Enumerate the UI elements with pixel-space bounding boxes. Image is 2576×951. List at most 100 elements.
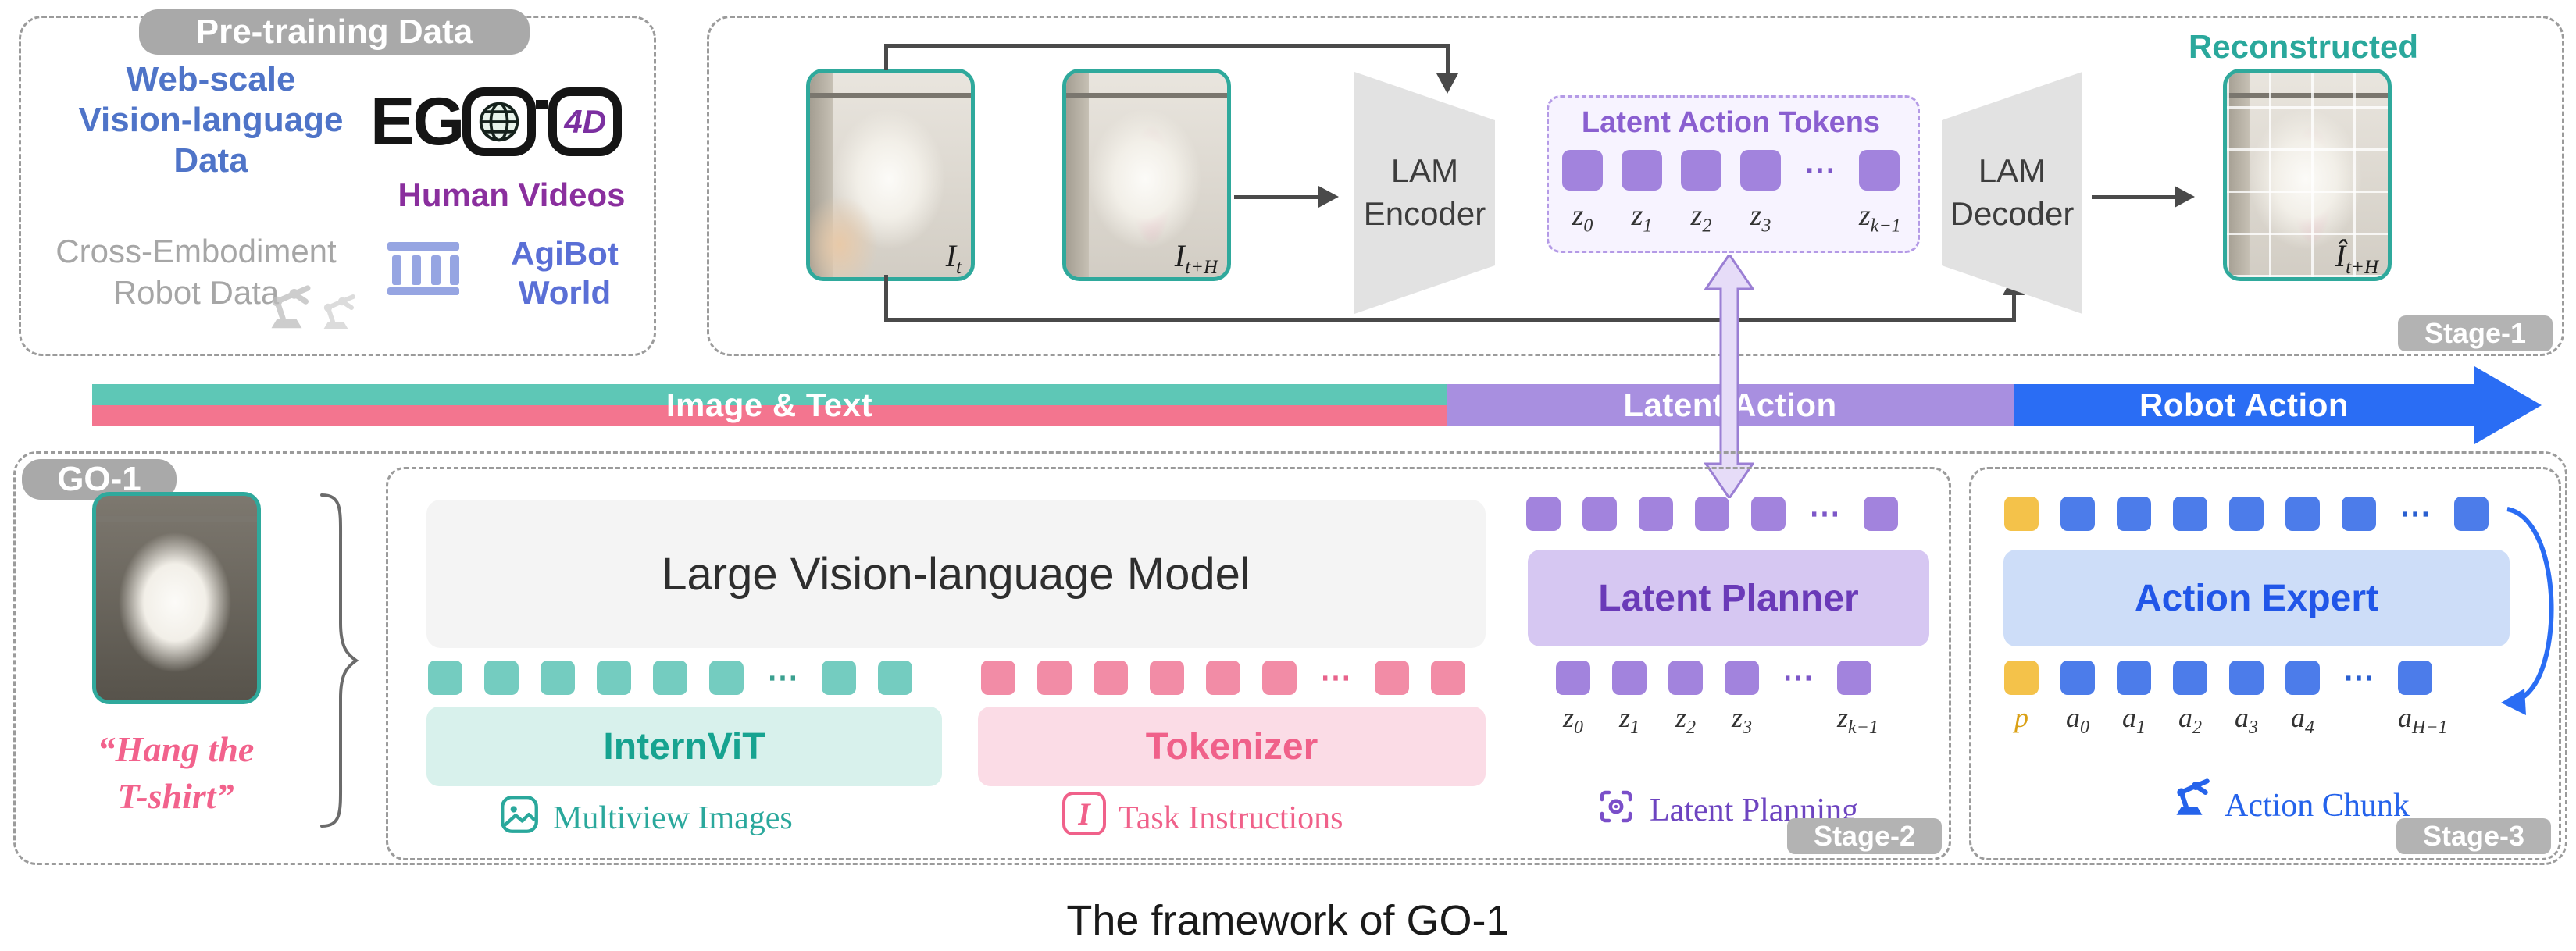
latent-token [1612,661,1647,695]
action-token [2285,661,2320,695]
image-token [878,661,912,695]
wardrobe-rod [810,93,971,99]
multiview-images-icon [501,796,538,833]
text-token [981,661,1015,695]
latent-token [1740,150,1781,191]
action-token-labels: p a0 a1 a2 a3 a4 aH−1 [2014,702,2448,739]
latent-token [1725,661,1759,695]
skip-line [2012,295,2016,322]
go1-panel [13,451,2567,865]
frame-t-label: It [945,238,962,278]
latent-token [1864,497,1898,531]
latent-action-tokens-box [1547,95,1920,253]
skip-line [884,44,888,70]
action-token [2229,661,2264,695]
image-token [709,661,744,695]
planner-input-token-row: ⋯ [1556,661,1871,695]
ego4d-logo: EG 4D [370,84,623,159]
proprio-token [2004,661,2039,695]
latent-token [1837,661,1871,695]
skip-line [1446,44,1450,73]
action-expert-box: Action Expert [2003,550,2510,646]
skip-line [884,44,1450,48]
brace-icon [320,493,359,828]
stage3-pill: Stage-3 [2396,818,2551,854]
planner-token-labels: z0 z1 z2 z3 zk−1 [1562,702,1878,739]
tokenizer-box: Tokenizer [978,707,1486,786]
action-token [2285,497,2320,531]
text-token [1150,661,1184,695]
ellipsis: ⋯ [1320,661,1351,695]
image-token [428,661,462,695]
web-scale-data-label: Web-scale Vision-language Data [78,60,344,180]
ellipsis: ⋯ [1804,153,1836,187]
expert-input-token-row: ⋯ [2004,661,2432,695]
latent-planning-icon [1600,790,1632,823]
robot-silhouette-icon [271,285,311,329]
reconstructed-label: Reconstructed [2188,28,2419,65]
frame-image-t: It [806,69,975,281]
latent-action-tokens-title: Latent Action Tokens [1581,106,1881,139]
cross-embodiment-label: Cross-Embodiment Robot Data [55,233,337,311]
action-token [2117,661,2151,695]
wardrobe-rod [96,516,257,522]
latent-transfer-double-arrow [1704,255,1754,498]
reconstructed-frame-label: Ît+H [2335,238,2378,278]
task-instructions-icon: I [1062,792,1106,835]
wardrobe-edge [1066,73,1089,277]
band-robot-action-label: Robot Action [2139,386,2349,423]
text-token [1431,661,1465,695]
skip-line [884,275,888,322]
action-token [2342,497,2376,531]
arrowhead-right-icon [2175,186,2195,208]
stage1-panel [707,16,2564,356]
latent-token [1859,150,1900,191]
arrowhead-down-icon [1436,73,1458,94]
ellipsis: ⋯ [1782,661,1814,695]
band-arrowhead-icon [2474,366,2542,444]
image-token [484,661,519,695]
planner-output-token-row: ⋯ [1526,497,1898,531]
latent-token [1582,497,1617,531]
ellipsis: ⋯ [2399,497,2431,531]
colosseum-icon [387,242,459,295]
observation-image [92,492,261,704]
hand-shape [810,195,878,277]
latent-token [1751,497,1786,531]
globe-icon [480,102,519,142]
go1-pill: GO-1 [22,459,177,500]
stage3-panel [1969,467,2561,860]
internvit-box: InternViT [426,707,942,786]
expert-output-token-row: ⋯ [2004,497,2489,531]
band-image-text-segment [92,384,1447,426]
action-chunk-label: Action Chunk [2225,788,2410,824]
text-token [1037,661,1072,695]
latent-planner-box: Latent Planner [1528,550,1929,646]
ego4d-bridge [536,100,549,109]
latent-token [1681,150,1721,191]
ego4d-text: EG [370,84,465,159]
robot-silhouette-icon [323,294,355,329]
action-token [2117,497,2151,531]
text-token [1206,661,1240,695]
text-token [1375,661,1409,695]
latent-token [1668,661,1703,695]
image-token [822,661,856,695]
text-token-row: ⋯ [981,661,1465,695]
latent-token [1526,497,1561,531]
latent-token [1556,661,1590,695]
image-token-row: ⋯ [428,661,912,695]
language-instruction: “Hang the T-shirt” [97,729,255,816]
stage1-pill: Stage-1 [2398,315,2553,351]
arrow-to-encoder [1234,195,1318,199]
garment-shape [118,532,232,689]
band-robot-action-segment [2014,384,2474,426]
band-text-stripe [92,405,1447,426]
image-token [653,661,687,695]
stage2-pill: Stage-2 [1787,818,1942,854]
agibot-world-label: AgiBot World [511,235,619,312]
action-token [2060,661,2095,695]
image-token [541,661,575,695]
text-token [1262,661,1297,695]
